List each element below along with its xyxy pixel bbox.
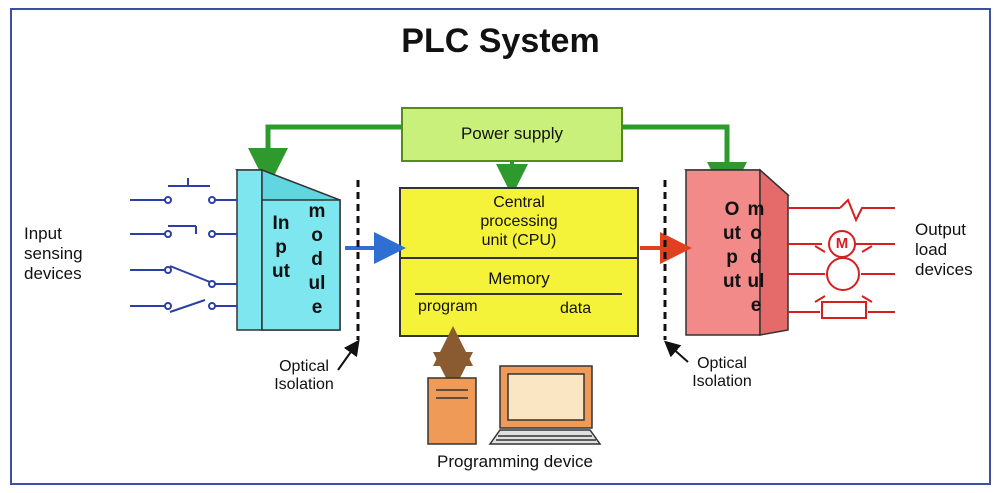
optical-isolation-line: Isolation <box>692 373 752 390</box>
output-devices-line: Output <box>915 220 967 239</box>
cpu-label-line: processing <box>480 213 558 230</box>
cpu-label: Central processing unit (CPU) <box>400 193 638 250</box>
memory-program-label: program <box>418 298 478 315</box>
input-devices-label: Input sensing devices <box>24 224 83 284</box>
optical-isolation-label-left: Optical Isolation <box>254 358 354 394</box>
input-module-word2: module <box>308 201 326 318</box>
programming-device-icon <box>427 365 602 445</box>
input-devices-line: Input <box>24 224 62 243</box>
cpu-label-line: Central <box>493 194 545 211</box>
output-module-side <box>759 168 789 336</box>
diagram-frame <box>10 8 991 485</box>
optical-isolation-pointer-left <box>337 339 360 371</box>
cpu-label-line: unit (CPU) <box>481 232 557 249</box>
programming-device-label: Programming device <box>437 452 593 471</box>
input-module-word1: Input <box>272 213 290 282</box>
optical-isolation-line: Optical <box>697 355 747 372</box>
optical-isolation-line: Optical <box>279 358 329 375</box>
optical-isolation-line: Isolation <box>274 376 334 393</box>
input-devices-line: sensing <box>24 244 83 263</box>
input-module-front <box>236 169 263 331</box>
cpu-box <box>399 187 639 259</box>
power-to-input-arrow <box>248 124 402 188</box>
optical-isolation-label-right: Optical Isolation <box>672 355 772 391</box>
memory-box <box>399 257 639 337</box>
power-to-output-arrow <box>622 124 747 202</box>
power-supply-label: Power supply <box>460 124 564 143</box>
output-module-word2: module <box>747 199 765 316</box>
memory-label: Memory <box>488 269 550 288</box>
output-module-word1: Output <box>723 199 741 292</box>
motor-symbol: M <box>835 235 849 252</box>
page-title: PLC System <box>401 22 600 60</box>
output-devices-line: load <box>915 240 948 259</box>
optical-isolation-pointer-right <box>664 340 689 363</box>
output-loads <box>788 198 895 319</box>
output-devices-label: Output load devices <box>915 220 973 280</box>
output-devices-line: devices <box>915 260 973 279</box>
input-module-face <box>261 199 341 331</box>
input-switches <box>130 178 237 313</box>
memory-data-label: data <box>560 300 592 317</box>
input-devices-line: devices <box>24 264 82 283</box>
